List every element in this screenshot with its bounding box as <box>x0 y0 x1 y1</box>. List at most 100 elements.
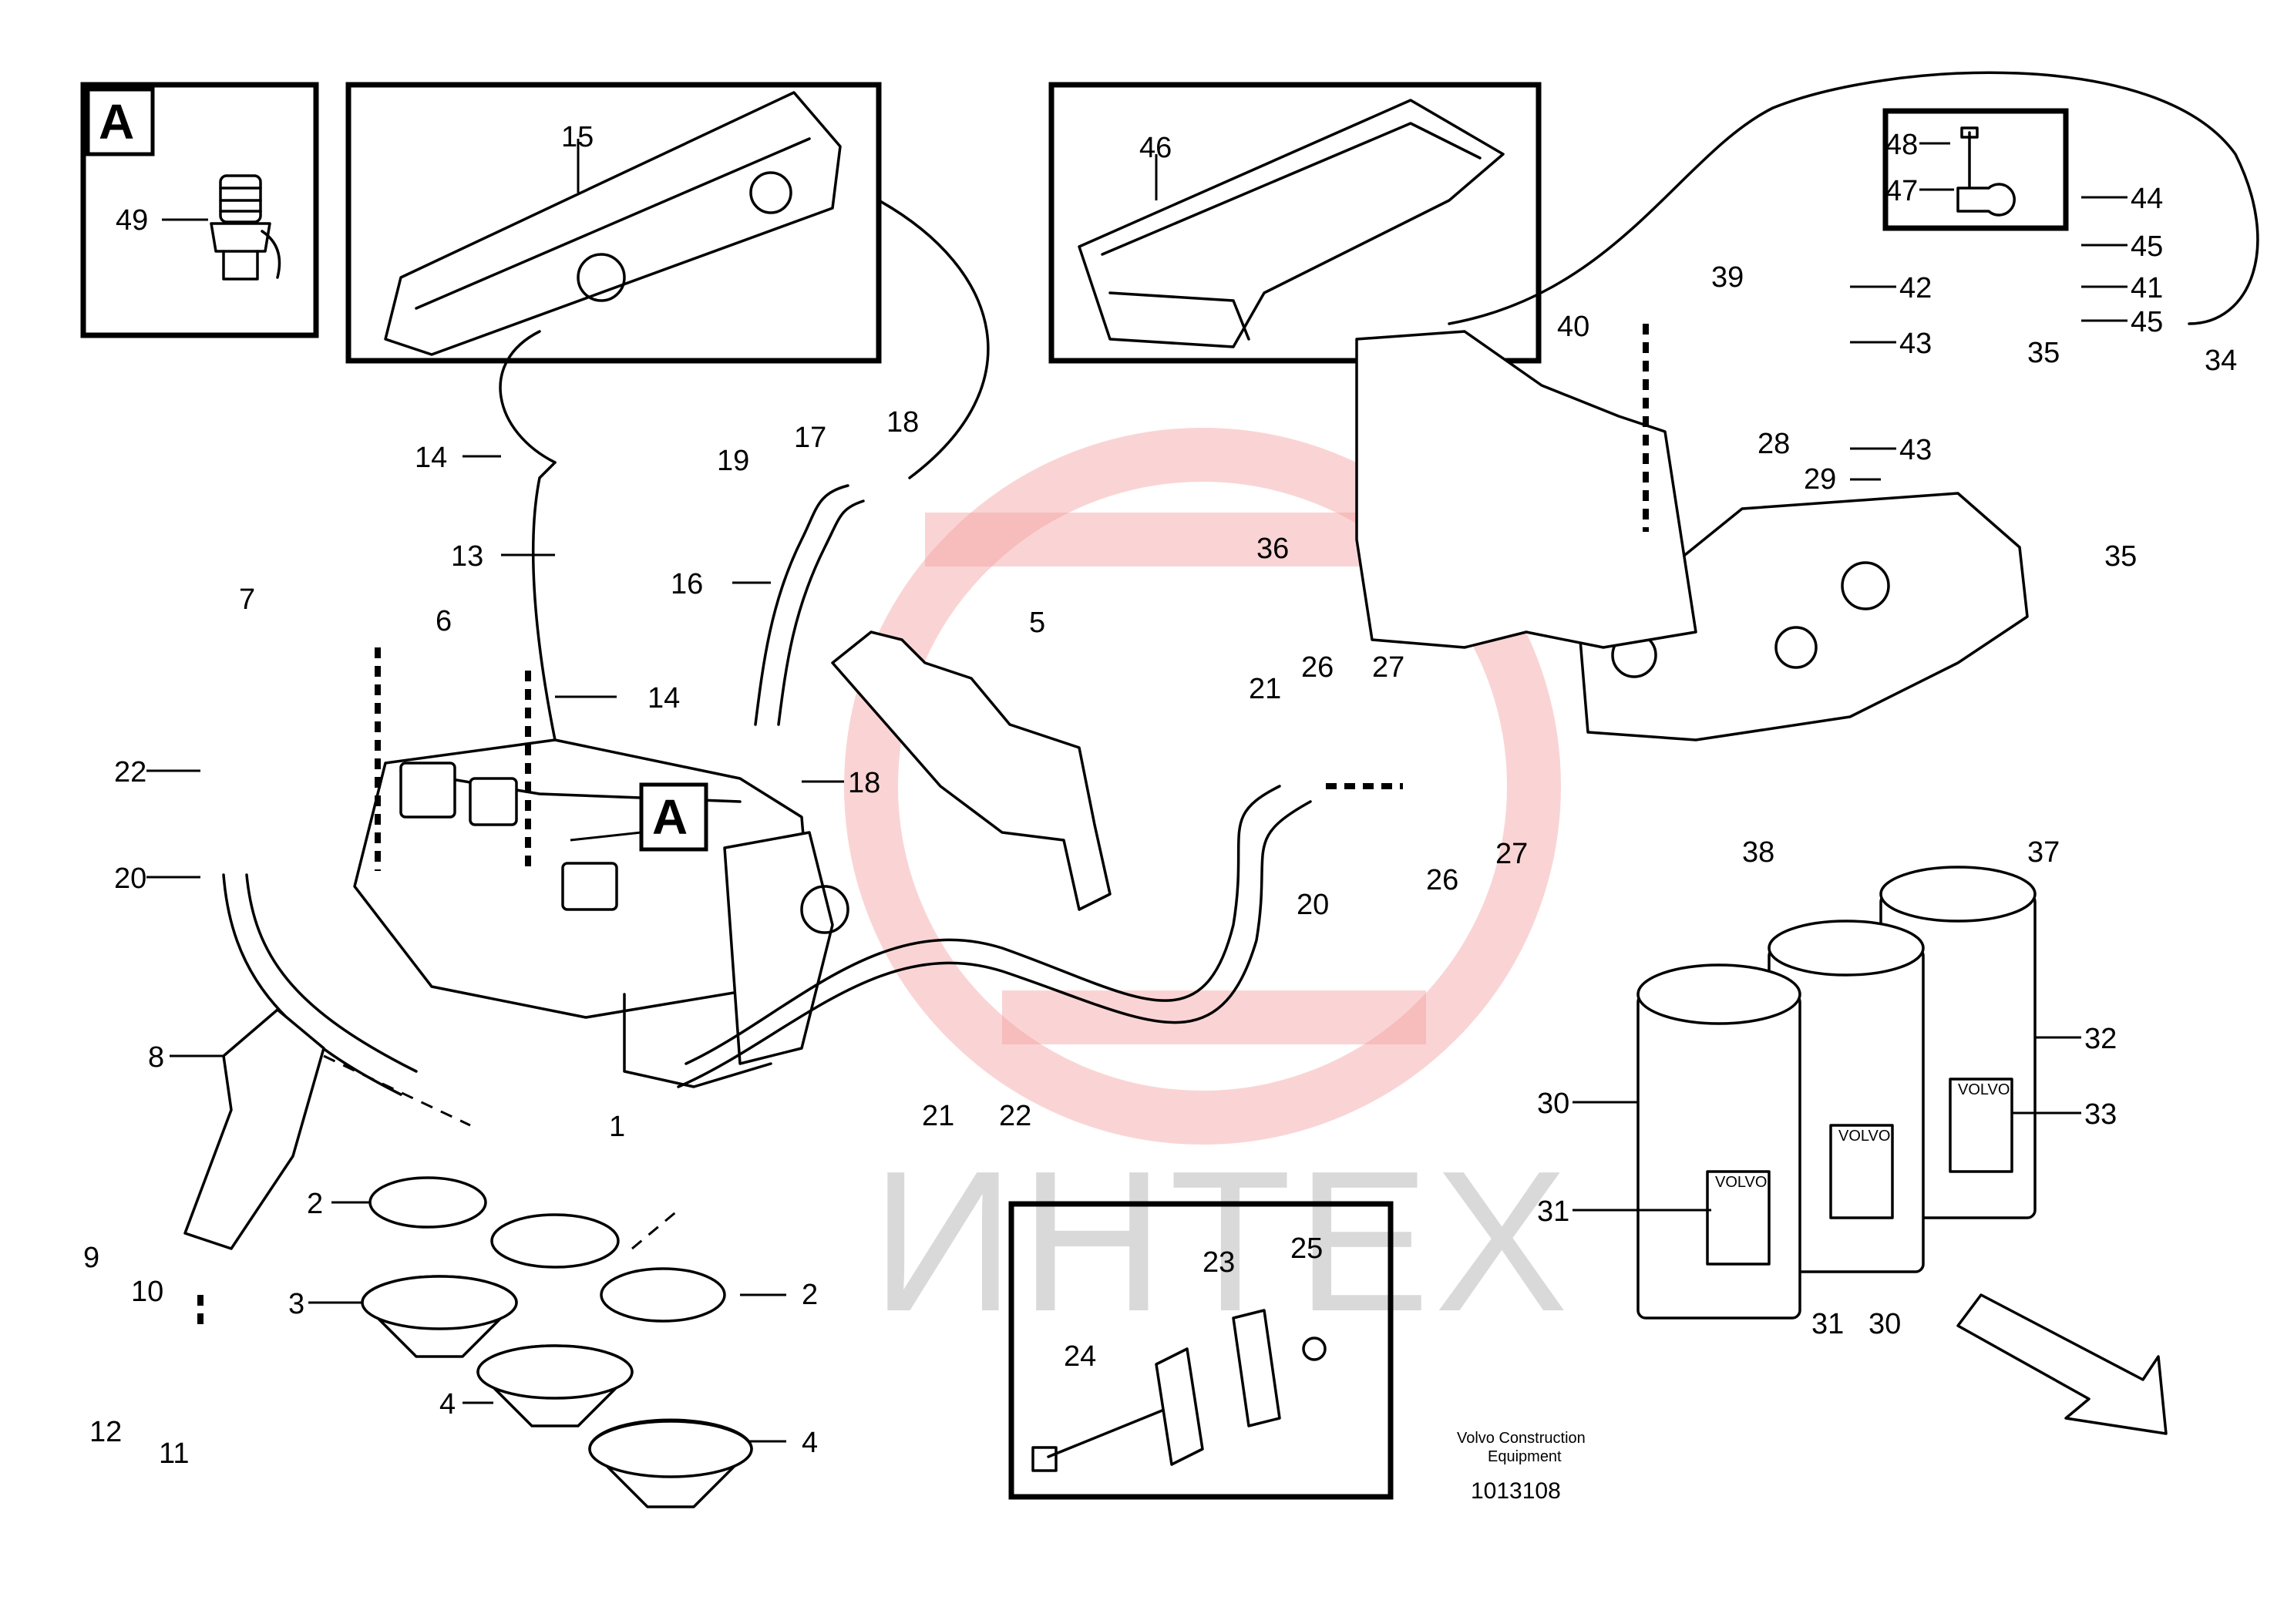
label-27b: 27 <box>1495 838 1528 870</box>
label-35a: 35 <box>2027 337 2060 369</box>
filter-head-28 <box>1579 492 2029 741</box>
label-30b: 30 <box>1868 1308 1901 1340</box>
label-10: 10 <box>131 1276 163 1308</box>
label-25: 25 <box>1290 1232 1323 1265</box>
label-49: 49 <box>116 204 148 237</box>
label-36: 36 <box>1256 533 1289 565</box>
label-32: 32 <box>2084 1023 2117 1055</box>
label-38: 38 <box>1742 836 1774 869</box>
label-23: 23 <box>1202 1246 1235 1279</box>
washer-25-icon <box>1302 1337 1327 1361</box>
gasket-5-icon <box>831 630 1112 911</box>
label-29: 29 <box>1804 463 1836 496</box>
label-1: 1 <box>609 1111 625 1143</box>
footer: Volvo Construction Equipment 1013108 <box>1457 1430 1586 1504</box>
label-35b: 35 <box>2104 540 2137 573</box>
label-16: 16 <box>671 568 703 600</box>
detail-box-clamp <box>1882 108 2069 231</box>
label-17: 17 <box>794 422 826 454</box>
label-18b: 18 <box>848 767 880 799</box>
label-22b: 22 <box>999 1100 1031 1132</box>
reference-curve-3 <box>499 330 557 464</box>
label-39: 39 <box>1711 261 1744 294</box>
footer-line2: Equipment <box>1488 1448 1562 1465</box>
filter-31b-brand: VOLVO <box>1715 1174 1767 1191</box>
filter-33-brand: VOLVO <box>1958 1081 2010 1098</box>
label-20a: 20 <box>114 862 146 895</box>
bolt-24-icon <box>1047 1405 1173 1458</box>
label-42: 42 <box>1899 272 1932 304</box>
direction-arrow-icon <box>1956 1293 2168 1435</box>
label-45b: 45 <box>2131 306 2163 338</box>
label-21b: 21 <box>922 1100 954 1132</box>
label-28: 28 <box>1758 428 1790 460</box>
label-40: 40 <box>1557 311 1589 343</box>
label-12: 12 <box>89 1416 122 1448</box>
label-31b: 31 <box>1811 1308 1844 1340</box>
label-30a: 30 <box>1537 1088 1569 1120</box>
reference-curve-2 <box>877 199 990 479</box>
label-34: 34 <box>2205 345 2237 377</box>
label-2a: 2 <box>307 1188 323 1220</box>
label-4b: 4 <box>802 1427 818 1459</box>
label-24: 24 <box>1064 1340 1096 1373</box>
label-6: 6 <box>436 605 452 637</box>
label-14a: 14 <box>415 442 447 474</box>
label-4a: 4 <box>439 1388 456 1421</box>
quick-coupling-icon <box>210 174 281 281</box>
detail-box-bracket <box>1008 1201 1394 1500</box>
oil-lines <box>222 461 1312 1096</box>
detail-box-valve-cover <box>345 82 882 364</box>
detail-box-a-letter: A <box>99 94 134 150</box>
label-26b: 26 <box>1426 864 1458 896</box>
bracket-8-icon <box>183 1008 325 1250</box>
label-20b: 20 <box>1297 889 1329 921</box>
label-33: 33 <box>2084 1098 2117 1131</box>
detail-ref-a: A <box>570 782 708 852</box>
label-22a: 22 <box>114 756 146 788</box>
label-31a: 31 <box>1537 1195 1569 1228</box>
part-labels: 49 15 46 48 47 44 45 41 45 42 43 39 40 3… <box>83 121 2237 1470</box>
label-3: 3 <box>288 1288 304 1320</box>
label-15: 15 <box>561 121 594 153</box>
label-44: 44 <box>2131 183 2163 215</box>
label-8: 8 <box>148 1041 164 1074</box>
label-47: 47 <box>1885 175 1918 207</box>
detail-box-oil-pan <box>1048 82 1542 364</box>
label-13: 13 <box>451 540 483 573</box>
label-37: 37 <box>2027 836 2060 869</box>
watermark-text: ИНТЕХ <box>871 1130 1572 1353</box>
alignment-lines <box>197 324 1649 1326</box>
label-7: 7 <box>239 583 255 616</box>
label-14b: 14 <box>648 682 680 714</box>
label-46: 46 <box>1139 132 1172 164</box>
label-5: 5 <box>1029 607 1045 639</box>
plate-23-icon <box>1155 1347 1204 1466</box>
detail-ref-a-letter: A <box>652 789 688 845</box>
label-43b: 43 <box>1899 434 1932 466</box>
detail-box-a: A <box>80 82 319 338</box>
filter-caps <box>361 1176 753 1508</box>
label-9: 9 <box>83 1242 99 1274</box>
label-48: 48 <box>1885 129 1918 161</box>
footer-drawing-number: 1013108 <box>1471 1478 1561 1504</box>
filter-31a-brand: VOLVO <box>1838 1128 1890 1145</box>
footer-line1: Volvo Construction <box>1457 1430 1586 1447</box>
label-45a: 45 <box>2131 230 2163 263</box>
oil-filters: VOLVO VOLVO VOLVO <box>1636 866 2037 1320</box>
clamp-47-icon <box>1956 183 2016 217</box>
label-11: 11 <box>159 1437 189 1470</box>
label-41: 41 <box>2131 272 2163 304</box>
label-27a: 27 <box>1372 651 1404 684</box>
label-2b: 2 <box>802 1279 818 1311</box>
label-43a: 43 <box>1899 328 1932 360</box>
leader-lines <box>146 139 2128 1443</box>
oil-pan-icon <box>1078 99 1505 348</box>
reference-curve <box>1448 71 2259 325</box>
label-21a: 21 <box>1249 673 1281 705</box>
label-18a: 18 <box>886 406 919 439</box>
label-19: 19 <box>717 445 749 477</box>
label-26a: 26 <box>1301 651 1334 684</box>
